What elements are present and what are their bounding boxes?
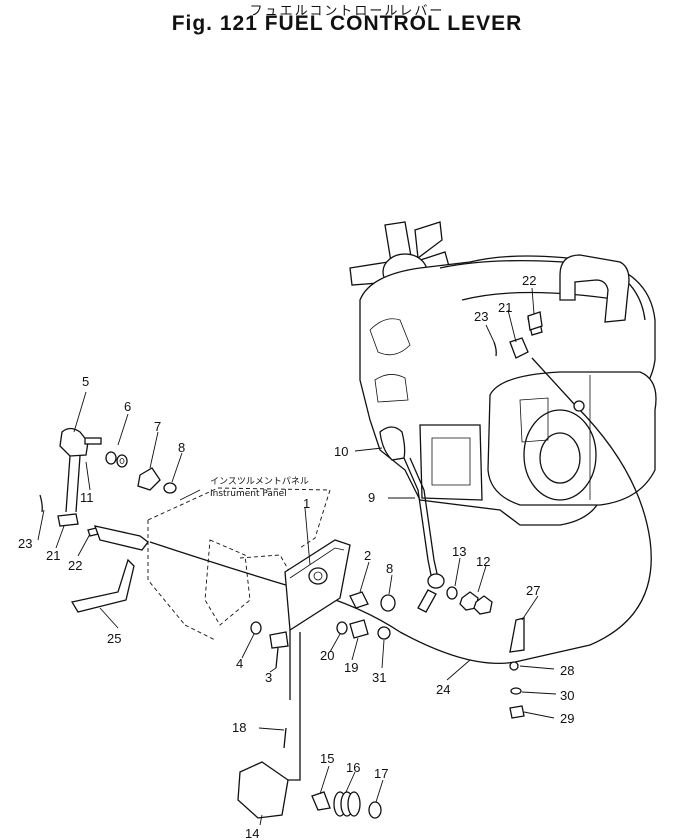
part-28-joint	[509, 661, 519, 671]
part-3-bolt	[269, 631, 289, 669]
callout-15: 15	[320, 751, 334, 766]
callout-13: 13	[452, 544, 466, 559]
part-5-bracket	[59, 427, 102, 513]
part-7-clamp	[137, 467, 161, 491]
callout-12: 12	[476, 554, 490, 569]
mounting-plate	[282, 539, 351, 781]
callout-7: 7	[154, 419, 161, 434]
figure-title: Fig. 121 FUEL CONTROL LEVER	[171, 12, 523, 35]
part-30-washer	[510, 687, 522, 695]
part-27-bracket	[509, 617, 525, 653]
callout-24: 24	[436, 682, 450, 697]
callout-31: 31	[372, 670, 386, 685]
callout-9: 9	[368, 490, 375, 505]
callout-23-left: 23	[18, 536, 32, 551]
part-8-washer	[163, 482, 177, 494]
callout-22-left: 22	[68, 558, 82, 573]
control-cable	[399, 357, 652, 665]
part-19-bolt	[349, 619, 369, 639]
part-13-washer	[446, 586, 458, 600]
part-22-pin-right	[527, 311, 543, 331]
part-6-washers	[105, 451, 128, 468]
panel-label-japanese: インスツルメントパネル	[210, 476, 309, 487]
callout-14: 14	[245, 826, 259, 840]
engine-assembly	[349, 221, 657, 526]
callout-10: 10	[334, 444, 348, 459]
callout-4: 4	[236, 656, 243, 671]
part-18-pin	[283, 727, 287, 749]
callout-30: 30	[560, 688, 574, 703]
part-15-bolt	[311, 791, 331, 811]
part-20-washer	[336, 621, 348, 635]
part-17-washer	[368, 801, 382, 819]
callout-6: 6	[124, 399, 131, 414]
part-12-nuts	[459, 591, 493, 615]
part-14-bracket	[237, 761, 289, 819]
panel-label-english: Instrument Panel	[210, 489, 287, 499]
callout-16: 16	[346, 760, 360, 775]
callout-8-upper: 8	[178, 440, 185, 455]
cable-end-fitting	[93, 525, 149, 551]
callout-17: 17	[374, 766, 388, 781]
callout-23-right: 23	[474, 309, 488, 324]
part-16-spring	[333, 791, 361, 817]
leader-lines	[37, 287, 557, 826]
callout-5: 5	[82, 374, 89, 389]
part-31-clamp	[377, 626, 391, 640]
callout-20: 20	[320, 648, 334, 663]
part-2-spacer	[349, 591, 369, 609]
callout-22-right: 22	[522, 273, 536, 288]
callout-2: 2	[364, 548, 371, 563]
callout-28: 28	[560, 663, 574, 678]
title-japanese: フュエルコントロールレバー	[249, 4, 445, 19]
callout-25: 25	[107, 631, 121, 646]
callout-3: 3	[265, 670, 272, 685]
callout-1: 1	[303, 496, 310, 511]
callout-21-left: 21	[46, 548, 60, 563]
callout-19: 19	[344, 660, 358, 675]
part-23-clip-right	[493, 341, 497, 357]
part-4-washer	[250, 621, 262, 635]
part-8-washer-middle	[380, 594, 396, 612]
callout-21-right: 21	[498, 300, 512, 315]
part-25-bracket	[70, 558, 135, 613]
callout-29: 29	[560, 711, 574, 726]
callout-27: 27	[526, 583, 540, 598]
callout-11: 11	[80, 490, 94, 505]
part-21-pin-left	[57, 513, 79, 527]
fuel-control-lever	[379, 426, 445, 613]
part-23-clip-left	[39, 494, 43, 513]
callout-18: 18	[232, 720, 246, 735]
part-29-bolt	[509, 705, 525, 719]
callout-labels: 1 2 3 4 5 6 7 8 8 9 10 11 12 13 14 15 16…	[18, 273, 574, 840]
callout-8-middle: 8	[386, 561, 393, 576]
